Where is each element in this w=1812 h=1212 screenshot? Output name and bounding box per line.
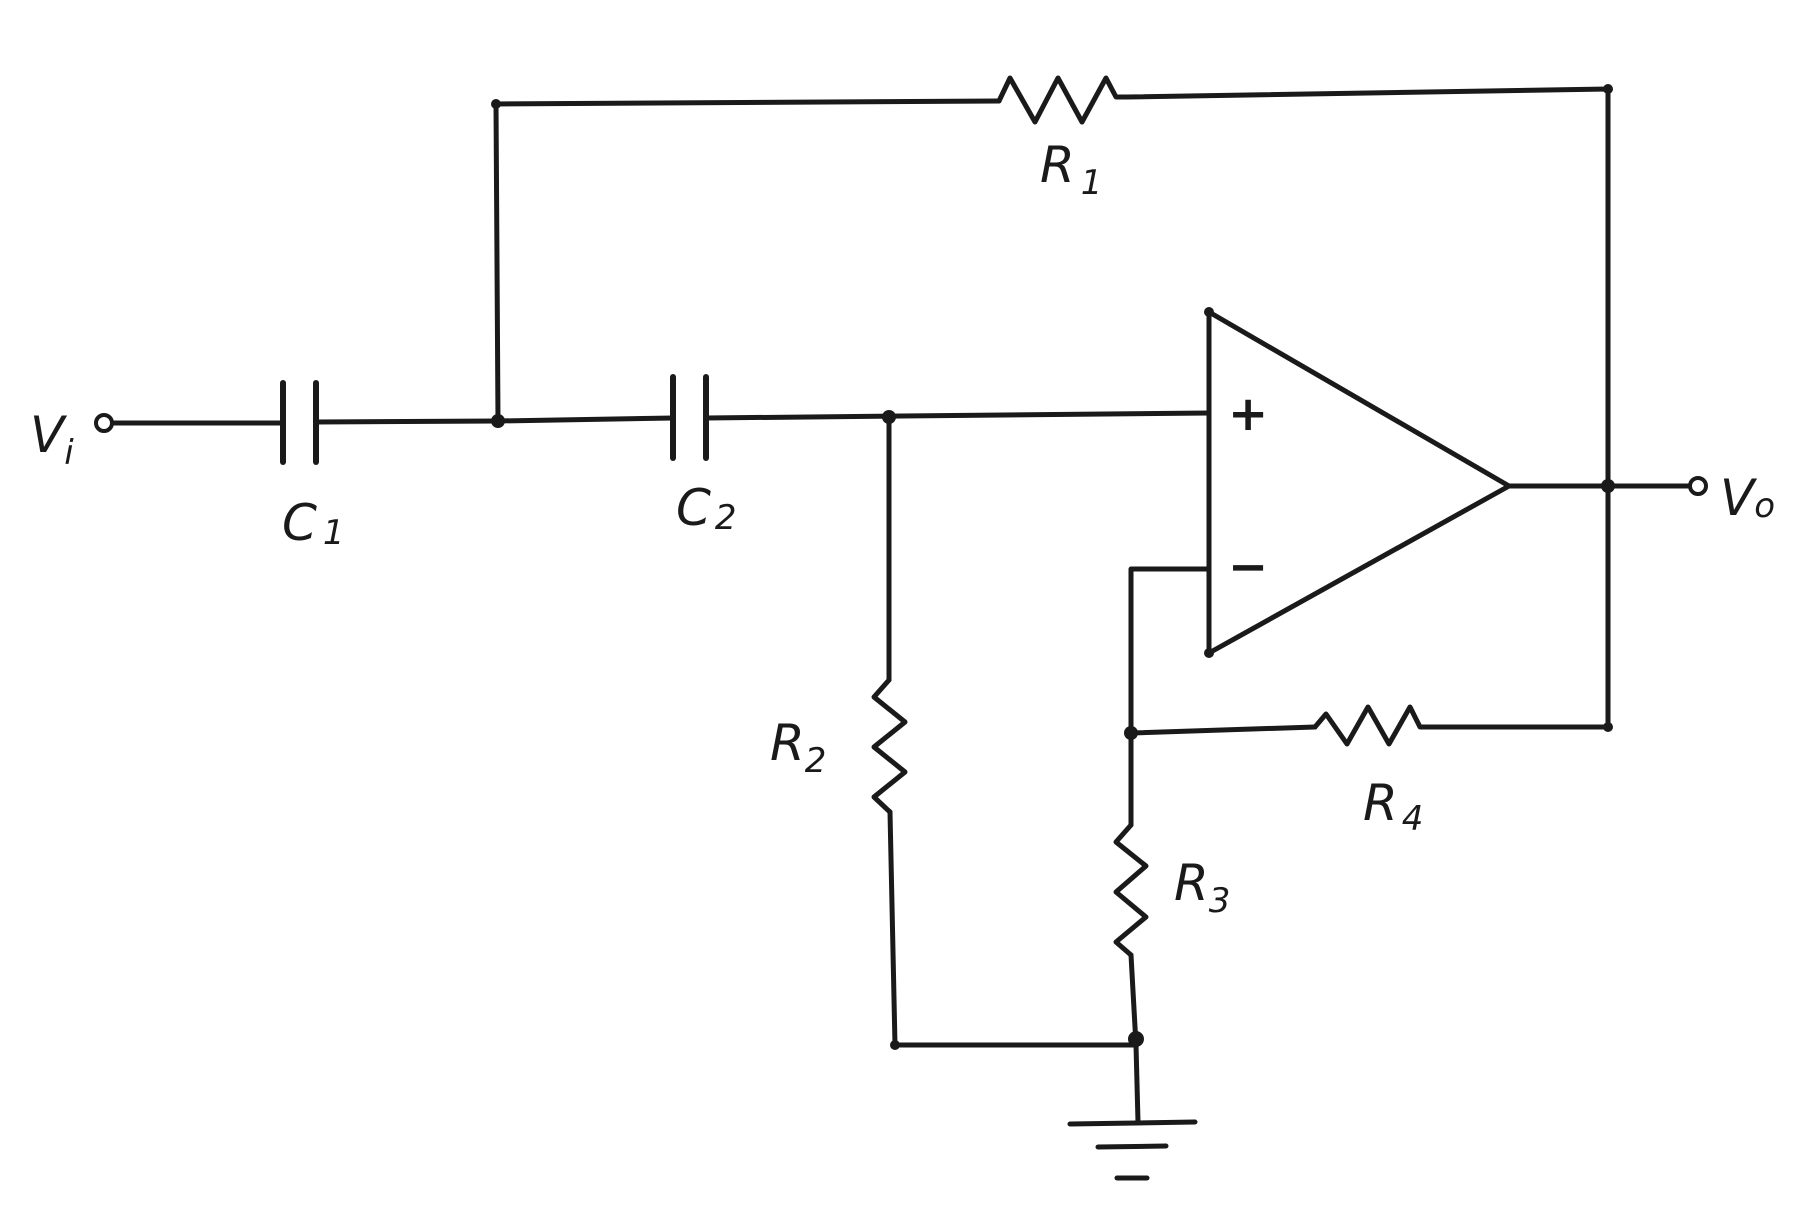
wire-r2-bottom <box>887 809 1139 1048</box>
label-r4-sub: 4 <box>1402 799 1424 839</box>
label-vo-sub: o <box>1754 486 1775 526</box>
junction-r1-corner-right <box>1603 84 1613 94</box>
wire-c1-node-a <box>313 418 501 425</box>
label-r3-sub: 3 <box>1209 881 1231 921</box>
junction-r2-corner <box>890 1040 900 1050</box>
wire-node-c-r4 <box>1128 724 1318 736</box>
junction-node-b <box>882 410 896 424</box>
label-c1-sub: 1 <box>323 513 345 553</box>
label-vo: Vo <box>1720 469 1775 527</box>
junction-opamp-top <box>1204 307 1214 317</box>
opamp-triangle <box>1206 309 1512 656</box>
junction-r4-corner <box>1603 722 1613 732</box>
label-r2: R2 <box>770 714 826 781</box>
junction-ground <box>1128 1031 1144 1047</box>
junction-node-c <box>1124 726 1138 740</box>
label-r4-main: R <box>1363 774 1398 832</box>
label-vi: Vi <box>30 406 74 473</box>
wire-r1-left <box>493 98 1002 424</box>
wire-c2-plus-input <box>703 410 1212 421</box>
label-c2-sub: 2 <box>715 498 737 538</box>
r4-resistor <box>1312 704 1433 747</box>
opamp-minus-sign: − <box>1228 539 1268 595</box>
junction-r1-corner-left <box>491 99 501 109</box>
wire-r1-right <box>1124 86 1611 487</box>
r2-resistor <box>871 677 908 815</box>
label-r2-sub: 2 <box>805 741 827 781</box>
label-vi-sub: i <box>64 433 74 473</box>
r1-resistor <box>996 75 1130 125</box>
label-r3: R3 <box>1174 854 1230 921</box>
wire-node-a-c2 <box>495 415 676 424</box>
label-vo-main: V <box>1720 469 1758 527</box>
ground-bar-1 <box>1067 1119 1198 1127</box>
junction-opamp-bottom <box>1204 648 1214 658</box>
label-r3-main: R <box>1174 854 1209 912</box>
label-r1-sub: 1 <box>1081 163 1103 203</box>
label-c1-main: C <box>282 494 317 552</box>
opamp-plus-sign: + <box>1228 386 1268 442</box>
input-terminal <box>94 413 114 433</box>
label-c2-main: C <box>676 479 711 537</box>
wire-r4-right <box>1427 481 1611 730</box>
wire-minus-input <box>1128 566 1212 736</box>
label-vi-main: V <box>30 406 68 464</box>
r3-resistor <box>1113 822 1149 958</box>
label-r1-main: R <box>1040 136 1075 194</box>
ground-bar-2 <box>1095 1143 1169 1150</box>
junction-output <box>1601 479 1615 493</box>
label-r2-main: R <box>770 714 805 772</box>
output-terminal <box>1688 476 1708 496</box>
junction-node-a <box>491 414 505 428</box>
